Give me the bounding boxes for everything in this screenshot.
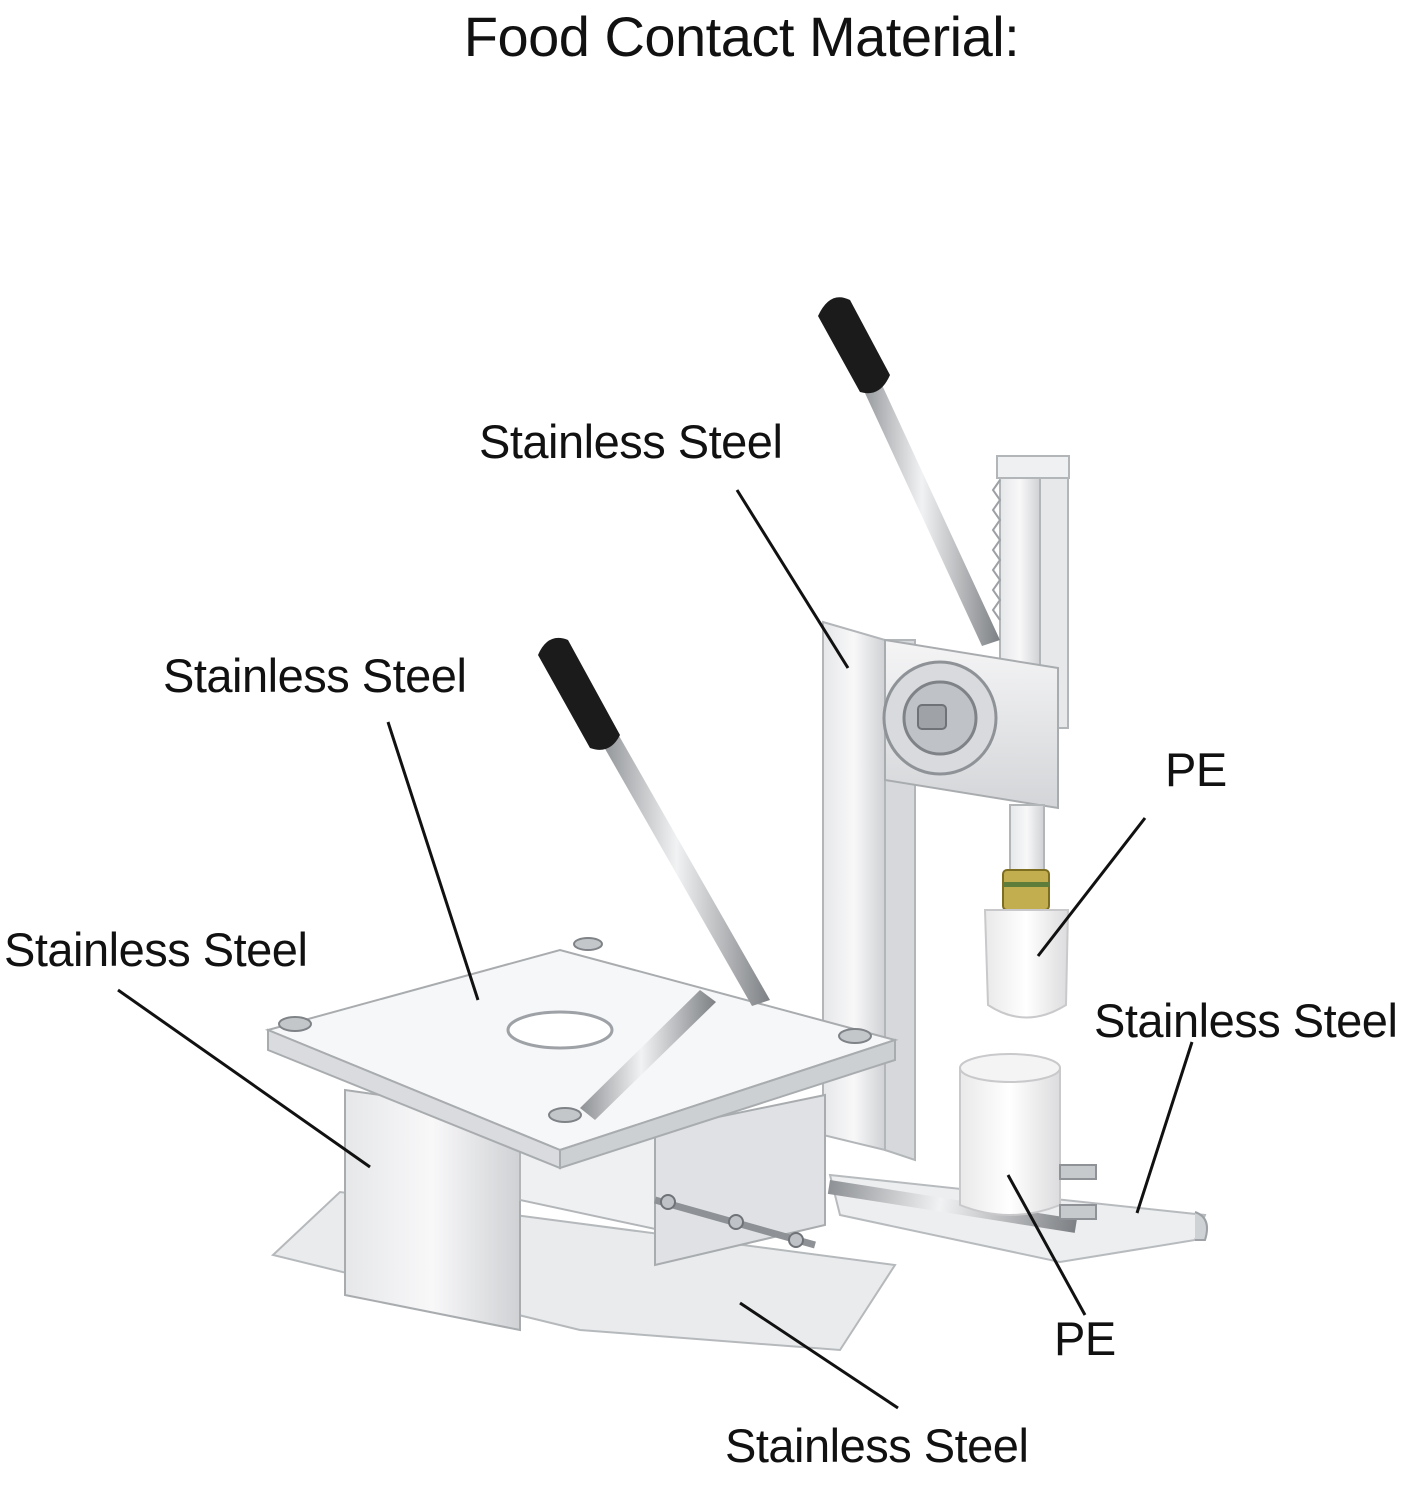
right-handle-grip	[818, 297, 890, 394]
page-title: Food Contact Material:	[463, 5, 1020, 68]
left-handle-grip	[538, 637, 620, 750]
leader-left-body	[117, 988, 371, 1169]
left-machine	[264, 637, 899, 1352]
label-left-body: Stainless Steel	[4, 923, 308, 976]
leader-pe-plunger	[1036, 817, 1147, 957]
left-body-side	[654, 1093, 826, 1267]
leader-top-frame	[735, 489, 850, 669]
label-cover-plate: Stainless Steel	[163, 649, 467, 702]
leader-pe-cup	[1006, 1174, 1087, 1316]
brass-nut	[1002, 869, 1050, 911]
leader-bottom-base	[739, 1301, 899, 1410]
left-handle-rod	[600, 734, 770, 1006]
leader-lines	[117, 489, 1194, 1410]
leader-right-base	[1135, 1041, 1194, 1214]
pe-plunger	[983, 909, 1070, 1019]
leader-cover-plate	[386, 721, 480, 1001]
label-top-frame: Stainless Steel	[479, 415, 783, 468]
label-pe-plunger: PE	[1165, 743, 1227, 796]
cover-plate-hole	[506, 1010, 614, 1050]
right-handle-rod	[858, 372, 1000, 646]
label-right-base: Stainless Steel	[1094, 994, 1398, 1047]
label-pe-cup: PE	[1054, 1312, 1116, 1365]
right-machine	[818, 297, 1208, 1264]
base-rod	[827, 1180, 1077, 1233]
label-bottom-base: Stainless Steel	[725, 1419, 1029, 1472]
